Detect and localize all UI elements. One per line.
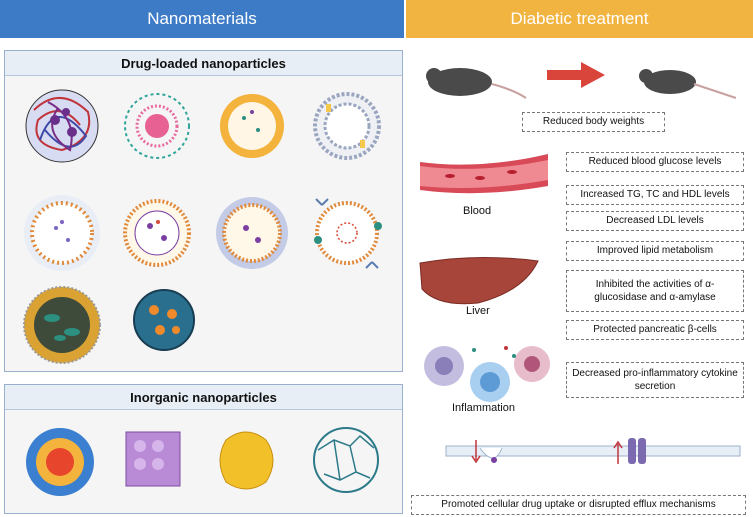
nanosphere-icon xyxy=(133,289,195,351)
liposome-icon xyxy=(220,94,284,158)
dendrimer-nanoparticle-icon xyxy=(123,199,191,267)
effect-cytokine: Decreased pro-inflammatory cytokine secr… xyxy=(566,362,744,398)
effect-blood-glucose: Reduced blood glucose levels xyxy=(566,152,744,172)
metal-oxide-nanoparticle-icon xyxy=(219,431,274,490)
effect-beta-cells: Protected pancreatic β-cells xyxy=(566,320,744,340)
solid-lipid-nanoparticle-icon xyxy=(24,195,100,271)
inorganic-title: Inorganic nanoparticles xyxy=(5,385,402,410)
cell-membrane-icon xyxy=(445,438,741,464)
targeted-liposome-icon xyxy=(314,198,382,269)
micelle-icon xyxy=(124,93,190,159)
mouse-after-icon xyxy=(639,69,737,99)
polymeric-nanoparticle-icon xyxy=(25,89,99,163)
mouse-before-icon xyxy=(426,68,527,99)
fullerene-icon xyxy=(313,427,379,493)
mesoporous-silica-icon xyxy=(125,431,181,487)
diabetic-treatment-header: Diabetic treatment xyxy=(406,0,753,38)
blood-vessel-icon xyxy=(420,154,548,194)
drug-nanoparticle-row1 xyxy=(23,89,382,364)
effect-body-weight: Reduced body weights xyxy=(522,112,665,132)
effect-drug-uptake: Promoted cellular drug uptake or disrupt… xyxy=(411,495,746,515)
nanomaterials-header: Nanomaterials xyxy=(0,0,405,38)
reduction-arrow xyxy=(547,62,605,88)
gold-nanoparticle-icon xyxy=(26,428,94,496)
effect-ldl: Decreased LDL levels xyxy=(566,211,744,231)
effect-tg-tc-hdl: Increased TG, TC and HDL levels xyxy=(566,185,744,205)
liver-label: Liver xyxy=(466,305,490,317)
inflammation-label: Inflammation xyxy=(452,402,515,414)
effect-lipid-metabolism: Improved lipid metabolism xyxy=(566,241,744,261)
lipid-polymer-hybrid-icon xyxy=(23,286,101,364)
drug-loaded-title: Drug-loaded nanoparticles xyxy=(5,51,402,76)
niosome-icon xyxy=(313,92,381,160)
liver-icon xyxy=(419,256,539,305)
effect-enzymes: Inhibited the activities of α-glucosidas… xyxy=(566,270,744,312)
immune-cells-icon xyxy=(424,346,550,402)
blood-label: Blood xyxy=(463,205,492,217)
inorganic-nanoparticle-row xyxy=(26,427,379,496)
coated-liposome-icon xyxy=(216,197,288,269)
